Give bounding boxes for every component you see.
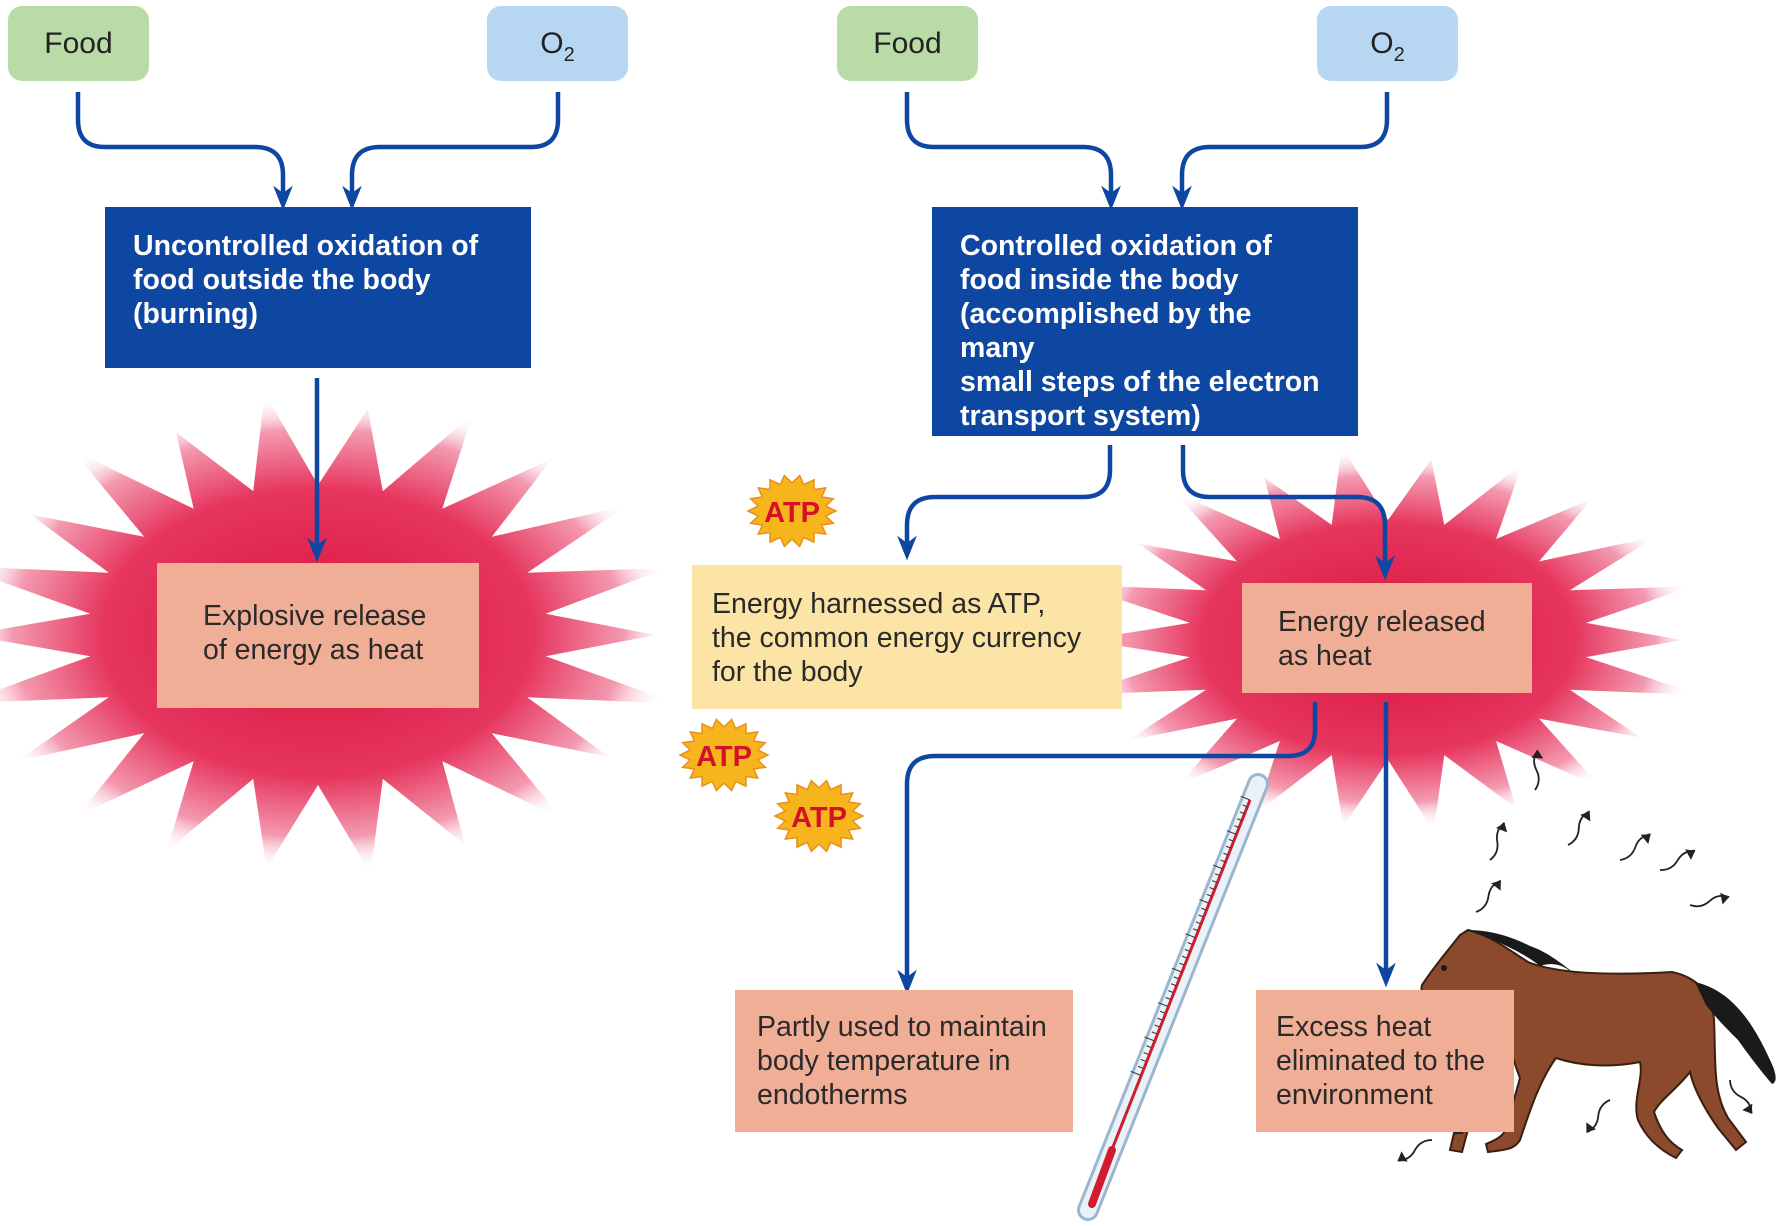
thermometer-tick [1185, 933, 1196, 938]
thermometer-tick [1154, 1024, 1160, 1028]
thermometer-tick [1144, 1036, 1154, 1042]
excess-heat-box: Excess heat eliminated to the environmen… [1256, 990, 1514, 1132]
heat-wave-icon [1397, 749, 1753, 1162]
thermometer-tick [1226, 830, 1237, 835]
controlled-to-atp-arrow [897, 445, 1113, 561]
thermometer-tick [1140, 1058, 1146, 1062]
atp-badge-icon: ATP [773, 779, 865, 853]
thermometer-tick [1198, 914, 1204, 918]
thermometer-tick [1214, 873, 1220, 877]
thermometer-tick [1225, 845, 1231, 849]
heat-wave-arrowhead [1640, 834, 1651, 844]
thermometer-tick [1223, 852, 1229, 856]
food-to-burning-arrow [75, 92, 293, 211]
left-o2-subscript: 2 [563, 43, 575, 66]
thermometer-tick [1220, 859, 1226, 863]
thermometer-tick [1199, 898, 1209, 904]
thermometer-tick [1170, 983, 1176, 987]
heat-wave-arrowhead [1580, 811, 1591, 822]
thermometer-tick [1171, 967, 1182, 973]
thermometer-tick [1195, 921, 1201, 925]
thermometer-tick [1159, 1010, 1165, 1014]
thermometer-tick [1242, 804, 1248, 808]
heat-wave-arrowhead [1531, 750, 1544, 759]
thermometer-tick [1234, 825, 1240, 828]
controlled-oxidation-box: Controlled oxidation of food inside the … [932, 207, 1358, 436]
left-o2-box: O2 [487, 6, 628, 81]
explosive-release-box: Explosive release of energy as heat [157, 563, 479, 708]
thermometer-tick [1192, 928, 1198, 932]
heat-wave-arrowhead [1397, 1151, 1408, 1162]
heat-wave-arrowhead [1742, 1103, 1753, 1114]
thermometer-tick [1206, 893, 1212, 897]
thermometer-tick [1228, 838, 1234, 842]
thermometer-tick [1209, 887, 1215, 890]
left-o2-label: O2 [540, 26, 575, 66]
food-to-controlled-arrow [904, 92, 1121, 211]
left-food-label: Food [44, 26, 113, 60]
thermometer-tick [1212, 880, 1218, 883]
thermometer-tick [1165, 997, 1171, 1000]
right-food-box: Food [837, 6, 978, 81]
uncontrolled-oxidation-box: Uncontrolled oxidation of food outside t… [105, 207, 531, 368]
heat-wave-arrowhead [1720, 892, 1730, 905]
thermometer-tick [1187, 942, 1193, 945]
atp-badge-icon: ATP [746, 474, 838, 548]
thermometer-tick [1143, 1052, 1149, 1055]
thermometer-tick [1239, 811, 1245, 815]
thermometer-tick [1137, 1065, 1143, 1069]
atp-label: ATP [696, 741, 752, 773]
right-o2-label: O2 [1370, 26, 1405, 66]
thermometer-tick [1173, 976, 1179, 980]
thermometer-tick [1181, 955, 1187, 959]
thermometer-tick [1240, 795, 1251, 801]
right-o2-box: O2 [1317, 6, 1458, 81]
body-temperature-box: Partly used to maintain body temperature… [735, 990, 1073, 1132]
thermometer-tick [1151, 1031, 1157, 1035]
thermometer-tick [1213, 864, 1223, 870]
thermometer-tick [1179, 962, 1185, 966]
heat-wave-arrowhead [1586, 1122, 1597, 1133]
heat-wave-arrowhead [1491, 880, 1501, 891]
left-food-box: Food [8, 6, 149, 81]
right-food-label: Food [873, 26, 942, 60]
thermometer-tick [1236, 818, 1242, 822]
atp-harnessed-box: Energy harnessed as ATP, the common ener… [692, 565, 1122, 709]
thermometer-tick [1146, 1045, 1152, 1048]
atp-label: ATP [764, 497, 820, 529]
o2-to-burning-arrow [342, 92, 561, 211]
o2-to-controlled-arrow [1172, 92, 1390, 211]
thermometer-tick [1168, 990, 1174, 993]
heat-wave-arrowhead [1496, 822, 1508, 833]
heat-to-body-temp-arrow [897, 702, 1318, 995]
right-o2-subscript: 2 [1393, 43, 1405, 66]
thermometer-tick [1130, 1070, 1141, 1076]
thermometer-tick [1158, 1002, 1168, 1007]
energy-released-heat-box: Energy released as heat [1242, 583, 1532, 693]
thermometer-tick [1157, 1017, 1163, 1021]
atp-label: ATP [791, 802, 847, 834]
atp-badge-icon: ATP [678, 718, 770, 792]
thermometer-tick [1184, 948, 1190, 952]
thermometer-tick [1201, 907, 1207, 911]
controlled-to-heat-arrow [1180, 445, 1395, 581]
heat-wave-arrowhead [1685, 849, 1696, 860]
thermometer-icon [1077, 773, 1269, 1221]
